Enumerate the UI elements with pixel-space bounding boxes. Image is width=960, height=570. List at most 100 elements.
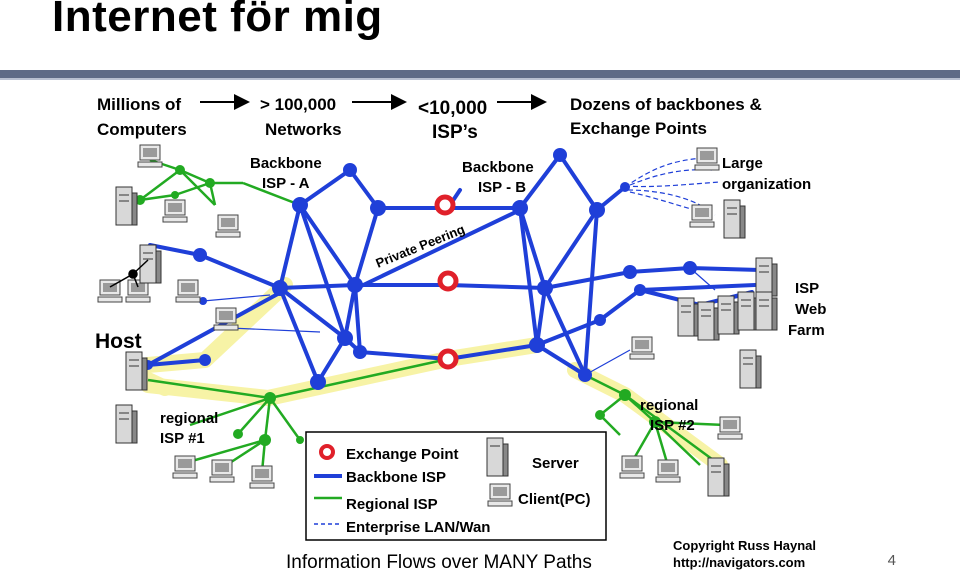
regional-isp1-label-1: regional <box>160 410 218 427</box>
server-icon <box>755 257 778 297</box>
client-pc-icon <box>162 199 188 223</box>
backbone-node <box>353 345 367 359</box>
exchange-point-icon <box>437 348 459 370</box>
diagram-labels: Backbone ISP - A Backbone ISP - B Large … <box>95 155 826 447</box>
backbone-node <box>578 368 592 382</box>
client-pc-icon <box>175 279 201 303</box>
server-icon <box>707 457 730 497</box>
backbone-node <box>537 280 553 296</box>
backbone-a-label-1: Backbone <box>250 155 322 172</box>
internet-diagram: Millions of Computers > 100,000 Networks… <box>95 94 826 570</box>
backbone-node <box>634 284 646 296</box>
server-icon <box>717 295 740 335</box>
backbone-node <box>337 330 353 346</box>
copyright-line2: http://navigators.com <box>673 555 805 570</box>
server-icon <box>139 244 162 284</box>
page-number: 4 <box>887 552 896 569</box>
header-stage1-line1: Millions of <box>97 95 181 114</box>
large-org-label-1: Large <box>722 155 763 172</box>
client-pc-icon <box>97 279 123 303</box>
exchange-points <box>434 194 459 370</box>
large-org-label-2: organization <box>722 176 811 193</box>
client-pcs <box>97 144 743 489</box>
legend-client: Client(PC) <box>518 491 591 508</box>
server-icon <box>739 349 762 389</box>
legend-server: Server <box>532 455 579 472</box>
backbone-a-label-2: ISP - A <box>262 175 310 192</box>
regional-nodes <box>135 165 661 446</box>
server-icon <box>723 199 746 239</box>
backbone-node <box>310 374 326 390</box>
header-stage3-line2: ISP’s <box>432 122 478 143</box>
backbone-node <box>199 354 211 366</box>
header-stage3-line1: <10,000 <box>418 98 487 119</box>
host-label: Host <box>95 330 142 353</box>
server-icon <box>125 351 148 391</box>
client-pc-icon <box>172 455 198 479</box>
isp-web-farm-label-1: ISP <box>795 280 819 297</box>
client-pc-icon <box>249 465 275 489</box>
private-peering: Private Peering <box>356 208 521 290</box>
header-stage4-line2: Exchange Points <box>570 119 707 138</box>
server-icon <box>115 186 138 226</box>
server-icon <box>115 404 138 444</box>
host-lan <box>109 259 149 288</box>
backbone-b-label-2: ISP - B <box>478 179 526 196</box>
backbone-node <box>292 197 308 213</box>
legend-regional-isp: Regional ISP <box>346 496 438 513</box>
backbone-node <box>347 277 363 293</box>
client-pc-icon <box>209 459 235 483</box>
server-icon <box>677 297 700 337</box>
header-stage4-line1: Dozens of backbones & <box>570 95 762 114</box>
backbone-node <box>553 148 567 162</box>
client-pc-icon <box>213 307 239 331</box>
client-pc-icon <box>689 204 715 228</box>
backbone-node <box>272 280 288 296</box>
backbone-node <box>683 261 697 275</box>
backbone-node <box>620 182 630 192</box>
servers <box>115 186 778 497</box>
slide-title: Internet för mig <box>52 0 383 41</box>
server-icon <box>755 291 778 331</box>
backbone-node <box>512 200 528 216</box>
backbone-node <box>199 297 207 305</box>
regional-isp1-label-2: ISP #1 <box>160 430 205 447</box>
client-pc-icon <box>125 279 151 303</box>
server-icon <box>697 301 720 341</box>
backbone-node <box>529 337 545 353</box>
diagram-caption: Information Flows over MANY Paths <box>286 552 592 570</box>
isp-web-farm-label-3: Farm <box>788 322 825 339</box>
backbone-node <box>193 248 207 262</box>
copyright-line1: Copyright Russ Haynal <box>673 538 816 553</box>
exchange-point-icon <box>434 194 456 216</box>
header-stage2-line2: Networks <box>265 120 342 139</box>
legend-backbone-isp: Backbone ISP <box>346 469 446 486</box>
header-stage1-line2: Computers <box>97 120 187 139</box>
backbone-b-label-1: Backbone <box>462 159 534 176</box>
backbone-links <box>146 153 762 384</box>
backbone-nodes <box>143 148 697 390</box>
title-rule <box>0 70 960 79</box>
client-pc-icon <box>655 459 681 483</box>
client-pc-icon <box>215 214 241 238</box>
legend-exchange-point-icon <box>319 444 335 460</box>
legend-enterprise-lan: Enterprise LAN/Wan <box>346 519 490 536</box>
regional-isp2-label-1: regional <box>640 397 698 414</box>
regional-links <box>139 158 726 473</box>
legend-client-icon <box>487 483 513 507</box>
client-pc-icon <box>629 336 655 360</box>
legend: Exchange Point Backbone ISP Regional ISP… <box>305 431 607 541</box>
backbone-node <box>623 265 637 279</box>
backbone-node <box>370 200 386 216</box>
isp-web-farm-label-2: Web <box>795 301 826 318</box>
client-pc-icon <box>619 455 645 479</box>
regional-isp2-label-2: ISP #2 <box>650 417 695 434</box>
header-flow: Millions of Computers > 100,000 Networks… <box>97 94 762 143</box>
legend-exchange-point: Exchange Point <box>346 446 459 463</box>
client-pc-icon <box>694 147 720 171</box>
backbone-node <box>343 163 357 177</box>
title-rule-highlight <box>0 78 960 80</box>
header-stage2-line1: > 100,000 <box>260 95 336 114</box>
exchange-point-icon <box>437 270 459 292</box>
